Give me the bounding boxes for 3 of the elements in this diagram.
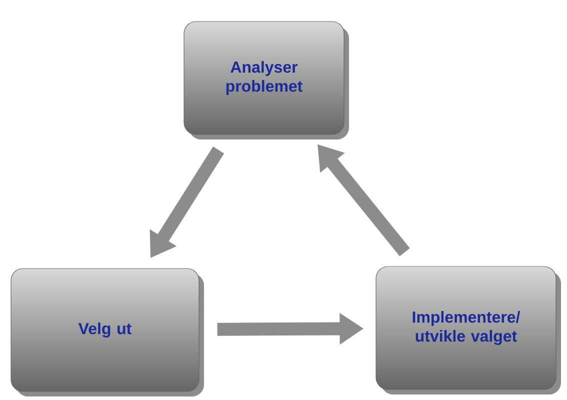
process-box: Analyser problemet xyxy=(184,21,349,140)
process-box: Velg ut xyxy=(10,268,204,396)
process-box: Implementere/ utvikle valget xyxy=(376,266,561,394)
